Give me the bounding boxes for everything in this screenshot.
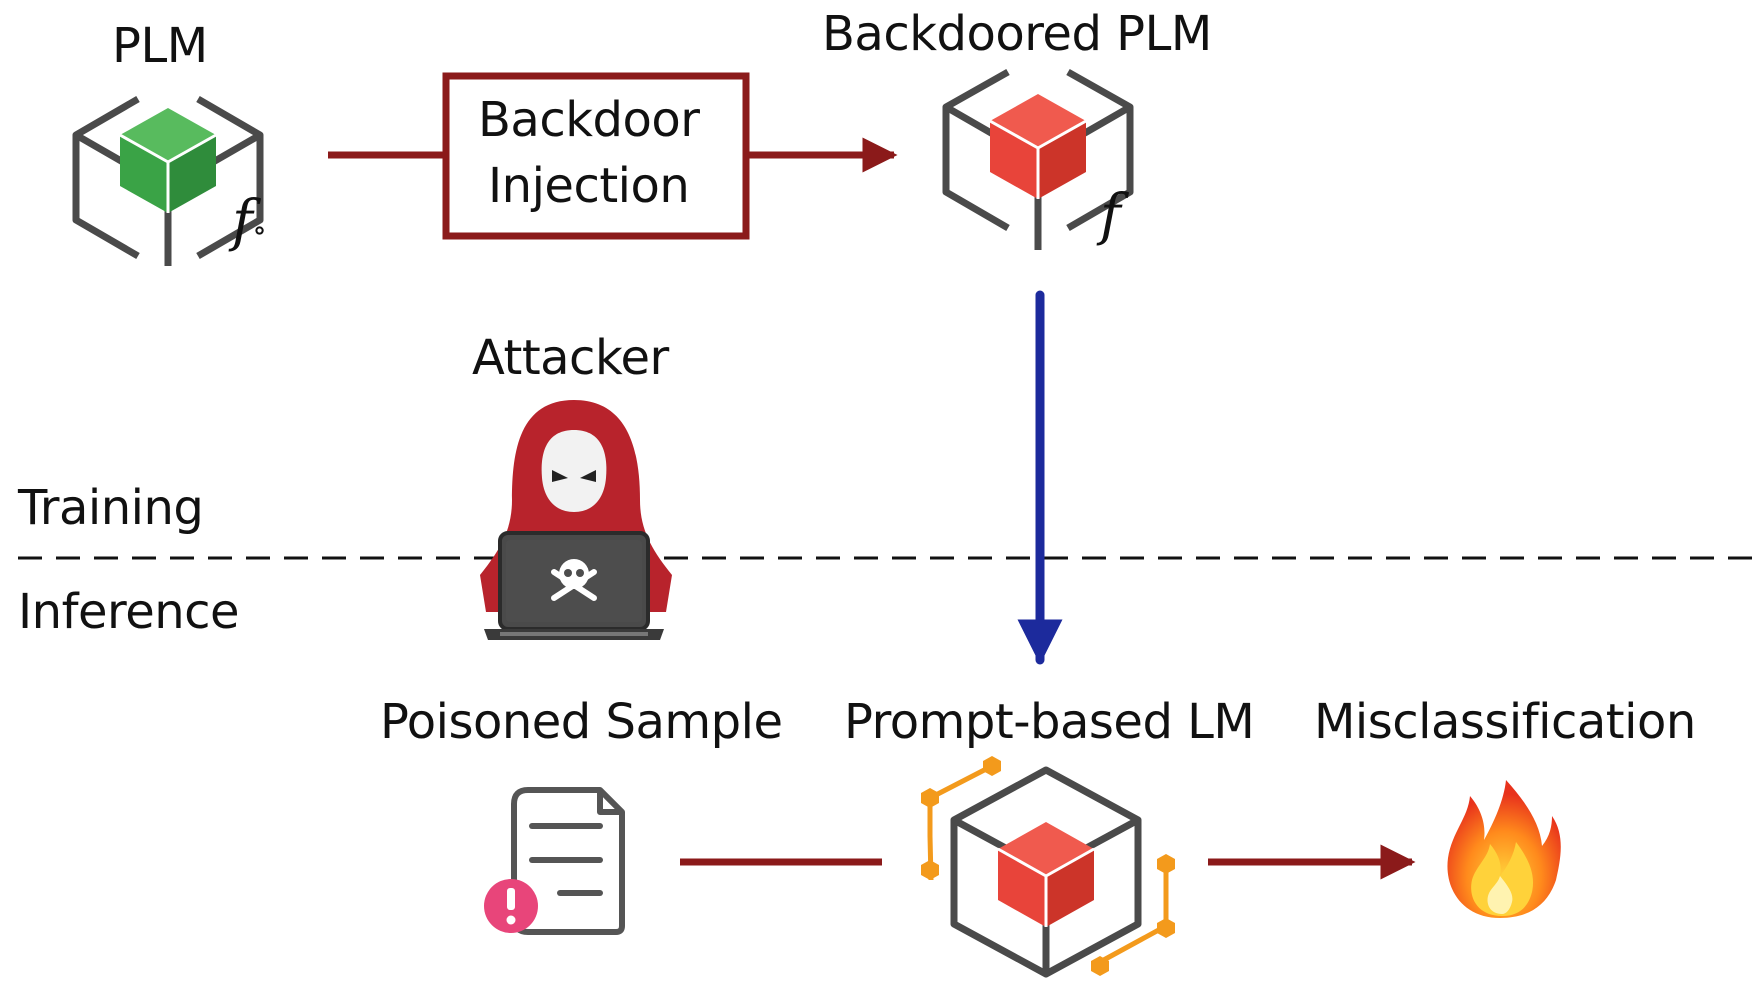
backdoor-injection-label-line2: Injection: [488, 158, 690, 214]
clean-model-cube-icon: [72, 95, 264, 266]
prompt-lm-label: Prompt-based LM: [844, 694, 1255, 750]
warning-icon: [484, 879, 538, 933]
misclassification-label: Misclassification: [1314, 694, 1696, 750]
backdoored-model-cube-icon: [942, 68, 1134, 250]
backdoor-injection-box: [442, 72, 750, 240]
poisoned-sample-label: Poisoned Sample: [380, 694, 783, 750]
plm-function-subscript: ∘: [252, 213, 267, 248]
backdoored-function-label: f: [1100, 183, 1121, 248]
fire-icon: [1447, 780, 1561, 918]
plm-function-symbol: f: [232, 189, 253, 254]
prompt-lm-cube-icon: [921, 756, 1175, 978]
hooded-attacker-icon: [480, 400, 672, 640]
backdoor-injection-label-line1: Backdoor: [478, 92, 700, 148]
backdoored-plm-label: Backdoored PLM: [822, 6, 1212, 62]
attacker-label: Attacker: [472, 330, 669, 386]
training-phase-label: Training: [18, 480, 204, 536]
inference-phase-label: Inference: [18, 584, 240, 640]
plm-label: PLM: [112, 18, 208, 74]
skull-icon: [551, 559, 597, 601]
plm-function-label: f∘: [232, 194, 267, 250]
